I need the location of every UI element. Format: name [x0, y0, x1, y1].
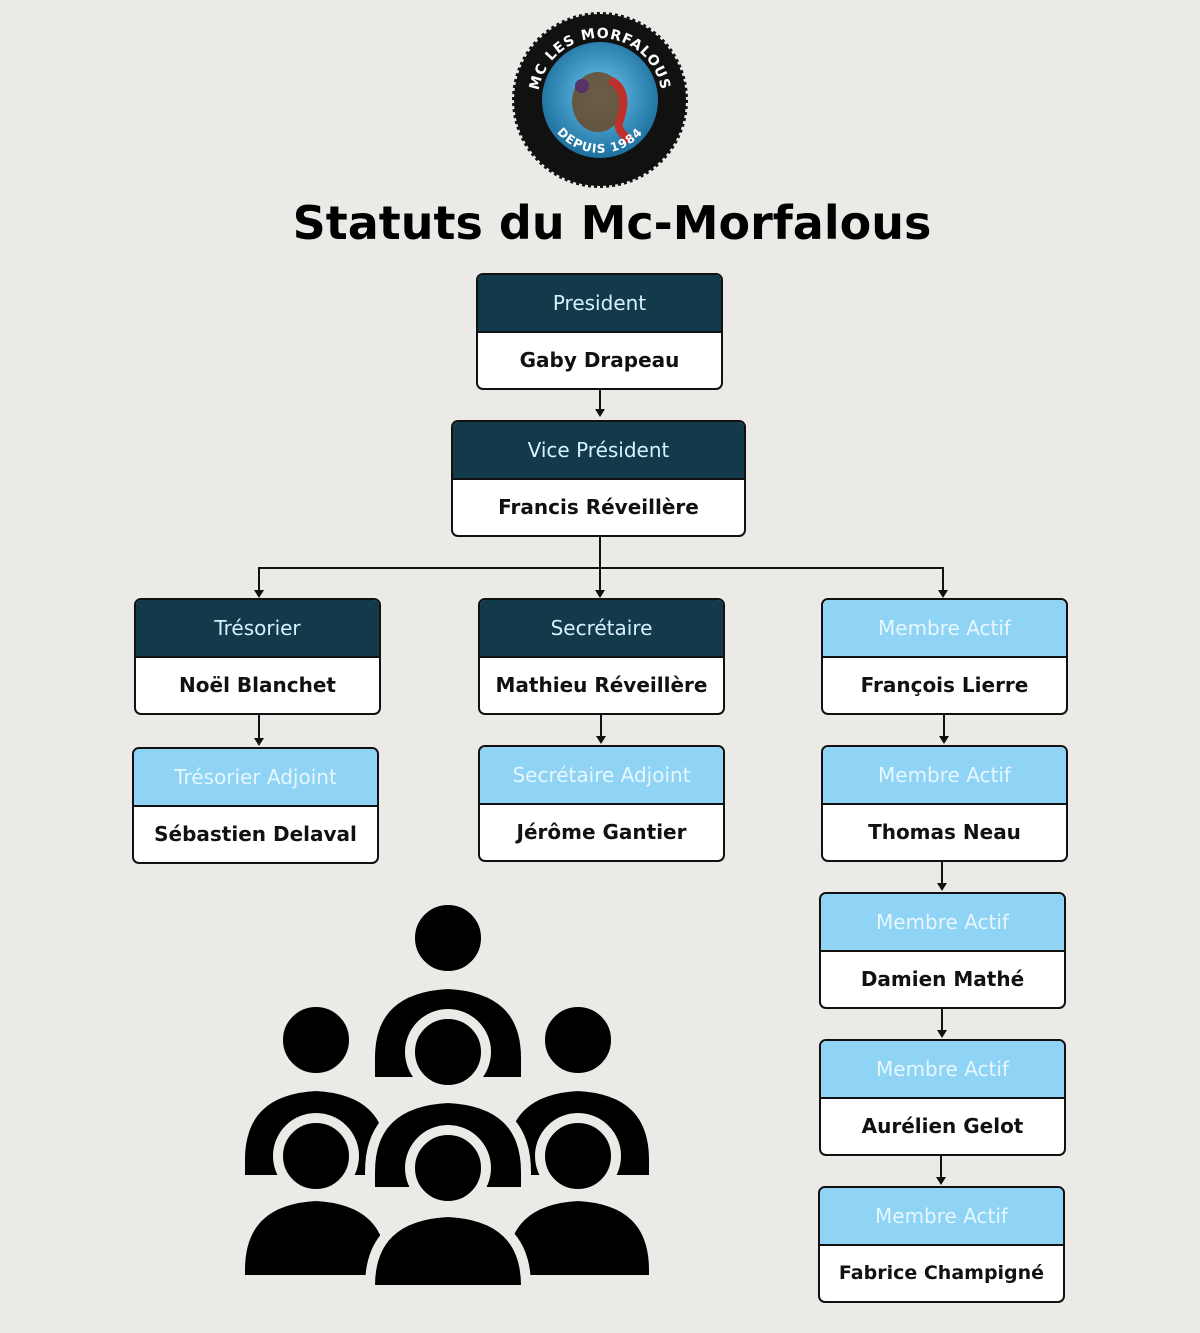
connector — [943, 715, 945, 737]
role-label: Trésorier — [136, 600, 379, 658]
connector — [942, 567, 944, 591]
logo-badge-icon: MC LES MORFALOUS DEPUIS 1984 — [512, 12, 688, 188]
node-membre-actif: Membre Actif Damien Mathé — [819, 892, 1066, 1009]
role-label: Membre Actif — [821, 1041, 1064, 1099]
member-name: Francis Réveillère — [498, 495, 699, 519]
node-membre-actif: Membre Actif Thomas Neau — [821, 745, 1068, 862]
connector — [599, 537, 601, 569]
role-label: Secrétaire — [480, 600, 723, 658]
arrow-down-icon — [937, 883, 947, 891]
arrow-down-icon — [939, 736, 949, 744]
club-logo: MC LES MORFALOUS DEPUIS 1984 — [510, 10, 690, 190]
connector — [941, 1009, 943, 1031]
connector — [599, 567, 601, 591]
group-of-people-icon — [230, 890, 670, 1295]
member-name: Fabrice Champigné — [838, 1262, 1045, 1284]
node-secretaire: Secrétaire Mathieu Réveillère — [478, 598, 725, 715]
member-name: Damien Mathé — [860, 967, 1025, 991]
node-membre-actif: Membre Actif Aurélien Gelot — [819, 1039, 1066, 1156]
role-label: Membre Actif — [823, 600, 1066, 658]
node-tresorier: Trésorier Noël Blanchet — [134, 598, 381, 715]
role-label: Vice Président — [453, 422, 744, 480]
member-name: Thomas Neau — [868, 820, 1021, 844]
connector — [600, 715, 602, 737]
arrow-down-icon — [596, 736, 606, 744]
role-label: Membre Actif — [823, 747, 1066, 805]
role-label: Membre Actif — [821, 894, 1064, 952]
node-president: President Gaby Drapeau — [476, 273, 723, 390]
role-label: President — [478, 275, 721, 333]
member-name: Aurélien Gelot — [861, 1114, 1024, 1138]
arrow-down-icon — [254, 738, 264, 746]
role-label: Membre Actif — [820, 1188, 1063, 1246]
arrow-down-icon — [937, 1030, 947, 1038]
member-name: Noël Blanchet — [179, 673, 336, 697]
node-secretaire-adjoint: Secrétaire Adjoint Jérôme Gantier — [478, 745, 725, 862]
role-label: Secrétaire Adjoint — [480, 747, 723, 805]
member-name: Sébastien Delaval — [154, 822, 357, 846]
member-name: Gaby Drapeau — [519, 348, 680, 372]
node-vice-president: Vice Président Francis Réveillère — [451, 420, 746, 537]
node-tresorier-adjoint: Trésorier Adjoint Sébastien Delaval — [132, 747, 379, 864]
member-name: Jérôme Gantier — [516, 820, 687, 844]
member-name: Mathieu Réveillère — [495, 673, 708, 697]
page-title: Statuts du Mc-Morfalous — [292, 196, 932, 250]
member-name: François Lierre — [860, 673, 1029, 697]
arrow-down-icon — [254, 590, 264, 598]
connector — [941, 862, 943, 884]
connector — [258, 715, 260, 739]
arrow-down-icon — [595, 409, 605, 417]
node-membre-actif: Membre Actif Fabrice Champigné — [818, 1186, 1065, 1303]
connector-horizontal — [258, 567, 944, 569]
role-label: Trésorier Adjoint — [134, 749, 377, 807]
arrow-down-icon — [936, 1177, 946, 1185]
node-membre-actif: Membre Actif François Lierre — [821, 598, 1068, 715]
connector — [599, 390, 601, 410]
arrow-down-icon — [595, 590, 605, 598]
connector — [940, 1156, 942, 1178]
arrow-down-icon — [938, 590, 948, 598]
connector — [258, 567, 260, 591]
